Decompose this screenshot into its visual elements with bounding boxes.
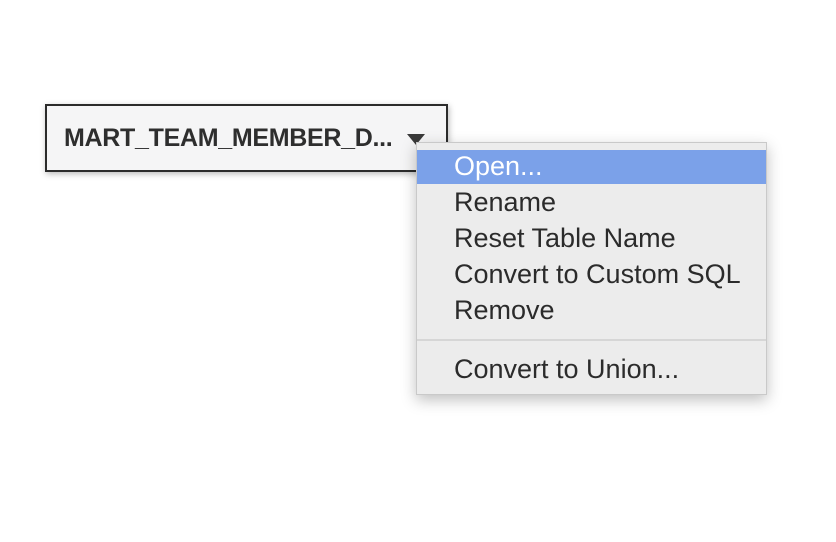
menu-separator [417, 339, 766, 341]
menu-item-convert-to-union[interactable]: Convert to Union... [454, 354, 680, 384]
table-field-label: MART_TEAM_MEMBER_D... [64, 123, 393, 152]
menu-item-open[interactable]: Open... [417, 150, 766, 184]
caret-down-icon[interactable] [407, 134, 425, 145]
menu-item-rename[interactable]: Rename [454, 187, 557, 217]
table-context-menu: Open... Rename Reset Table Name Convert … [416, 142, 767, 395]
menu-item-reset-table-name[interactable]: Reset Table Name [454, 223, 676, 253]
menu-item-remove[interactable]: Remove [454, 295, 555, 325]
menu-item-convert-to-custom-sql[interactable]: Convert to Custom SQL [454, 259, 741, 289]
table-field[interactable]: MART_TEAM_MEMBER_D... [45, 104, 448, 172]
